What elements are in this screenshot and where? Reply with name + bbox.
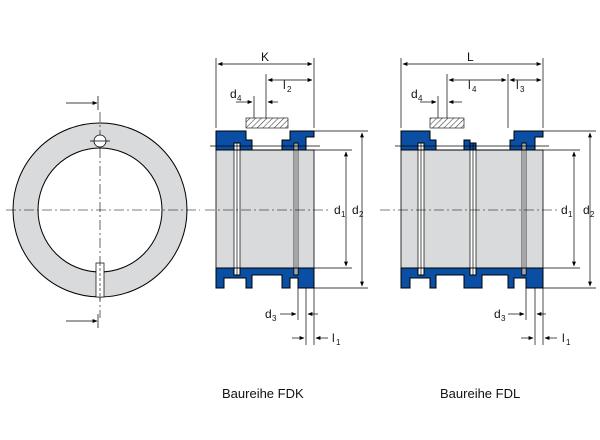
fdk-section-view	[205, 58, 368, 345]
fdl-label-l3: l	[516, 78, 519, 92]
fdk-label-K: K	[261, 50, 269, 64]
fdk-label-l1-sub: 1	[336, 338, 341, 347]
fdk-label-d1-sub: 1	[341, 210, 346, 219]
fdk-bottom-profile	[215, 267, 315, 289]
fdl-label-l1: l	[562, 331, 565, 345]
fdk-label-l1: l	[332, 331, 335, 345]
fdk-body	[215, 149, 315, 269]
fdl-label-d1: d	[561, 203, 568, 217]
fdl-label-d3-sub: 3	[501, 314, 506, 323]
fdl-label-d2: d	[583, 203, 590, 217]
fdl-label-l4: l	[468, 78, 471, 92]
fdl-bottom-profile	[400, 267, 544, 289]
fdk-label-d3: d	[265, 307, 272, 321]
fdl-label-d1-sub: 1	[568, 210, 573, 219]
fdk-label-l-sub2: 2	[287, 85, 292, 94]
fdl-label-d2-sub: 2	[590, 210, 595, 219]
fdl-label-l1-sub: 1	[566, 338, 571, 347]
fdk-key-hatch	[245, 117, 289, 129]
fdl-label-l4-sub: 4	[472, 85, 477, 94]
caption-fdl: Baureihe FDL	[440, 386, 520, 401]
fdl-key-hatch	[429, 117, 465, 129]
fdk-top-profile	[215, 130, 315, 151]
fdl-label-l3-sub: 3	[520, 85, 525, 94]
fdk-label-d1: d	[334, 203, 341, 217]
caption-fdk: Baureihe FDK	[222, 386, 304, 401]
fdl-section-view	[380, 58, 596, 345]
ring-front-view	[6, 96, 200, 328]
fdl-label-d4-sub: 4	[418, 94, 423, 103]
fdl-top-profile	[400, 130, 544, 151]
fdk-label-l: l	[283, 78, 286, 92]
fdk-label-d4: d	[230, 87, 237, 101]
fdk-label-d2-sub: 2	[359, 210, 364, 219]
fdk-label-d4-sub: 4	[237, 94, 242, 103]
fdl-label-L: L	[467, 50, 474, 64]
fdk-label-d2: d	[352, 203, 359, 217]
fdl-label-d3: d	[494, 307, 501, 321]
fdl-label-d4: d	[411, 87, 418, 101]
fdk-label-d3-sub: 3	[272, 314, 277, 323]
